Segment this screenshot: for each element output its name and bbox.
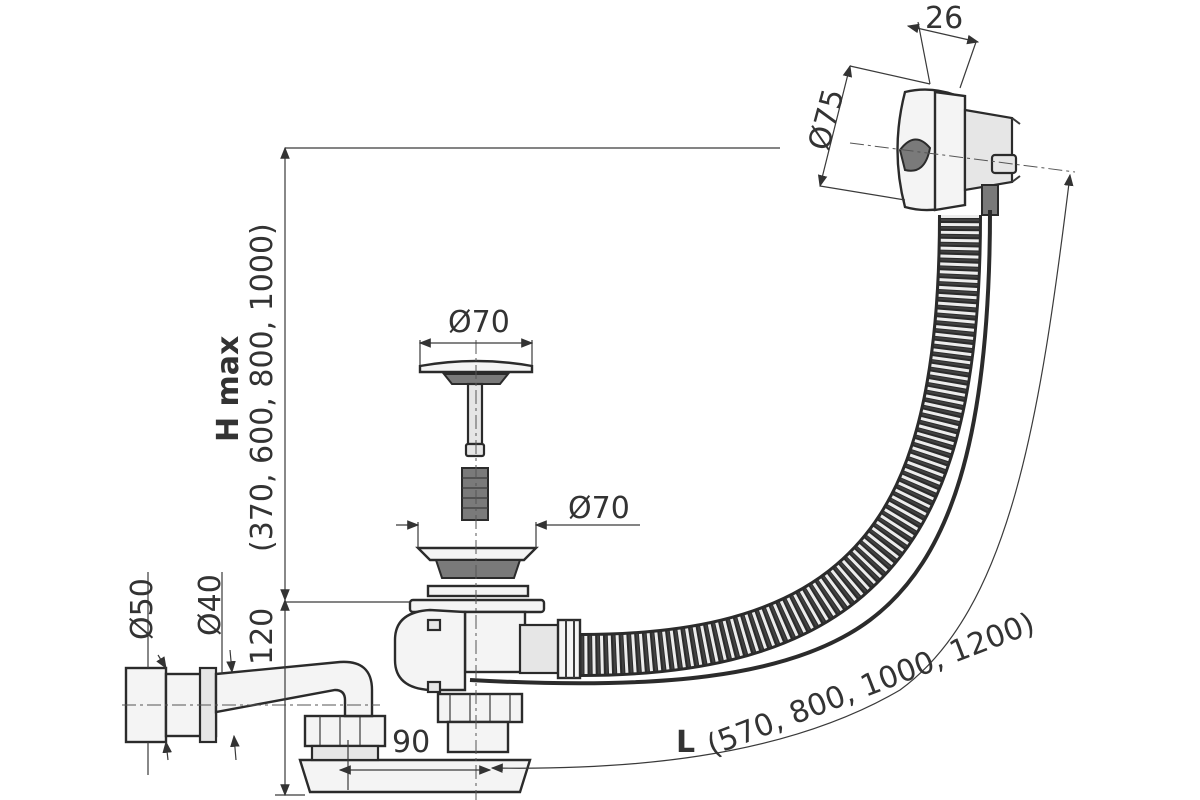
overflow-head	[896, 88, 1021, 216]
label-26: 26	[925, 1, 963, 36]
label-d70-top: Ø70	[448, 305, 510, 340]
dim-40	[221, 572, 240, 761]
label-h-max: H max	[211, 336, 246, 442]
dim-h-max	[275, 146, 780, 797]
label-h-values: (370, 600, 800, 1000)	[245, 223, 280, 552]
label-90: 90	[392, 725, 430, 760]
label-l-letter: L	[676, 725, 695, 760]
label-d40: Ø40	[193, 574, 228, 636]
label-120: 120	[245, 608, 280, 665]
threaded-rod	[461, 467, 489, 521]
dim-l	[490, 173, 1074, 773]
dim-26	[906, 21, 980, 89]
drain-flange	[415, 546, 539, 579]
flexible-hose	[469, 209, 992, 686]
label-d50: Ø50	[125, 578, 160, 640]
dim-50	[147, 572, 172, 775]
label-d70-mid: Ø70	[568, 491, 630, 526]
dim-90	[338, 740, 492, 790]
label-d75: Ø75	[802, 85, 852, 154]
